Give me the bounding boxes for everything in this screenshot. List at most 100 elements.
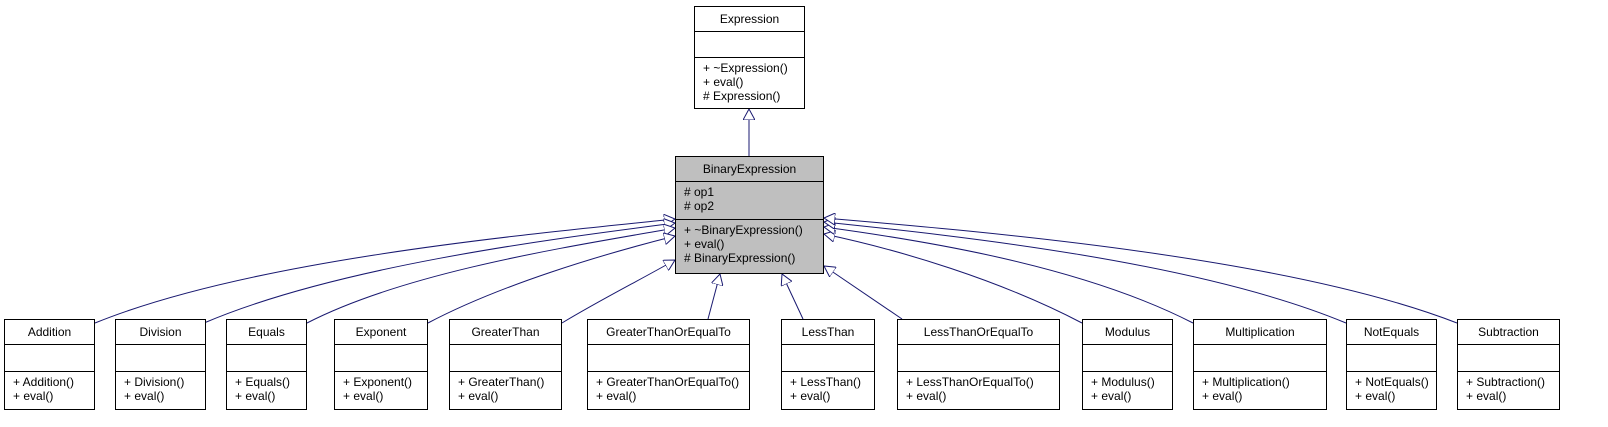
class-attributes xyxy=(782,345,874,372)
class-operations: + Addition() + eval() xyxy=(5,372,94,403)
operation: + eval() xyxy=(458,389,499,403)
operation: + eval() xyxy=(235,389,276,403)
operation: + eval() xyxy=(906,389,947,403)
class-name: Modulus xyxy=(1083,320,1172,345)
edge-division xyxy=(203,223,675,324)
class-name: Subtraction xyxy=(1458,320,1559,345)
operation: + eval() xyxy=(703,75,744,89)
operation: + Division() xyxy=(124,375,185,389)
operation: + eval() xyxy=(1202,389,1243,403)
edge-less-than xyxy=(782,274,804,320)
operation: + GreaterThanOrEqualTo() xyxy=(596,375,740,389)
edge-addition xyxy=(94,219,675,324)
class-attributes xyxy=(116,345,205,372)
edge-greater-than-or-equal-to xyxy=(707,274,720,320)
operation: + eval() xyxy=(343,389,384,403)
operation: + Exponent() xyxy=(343,375,413,389)
operation: + ~BinaryExpression() xyxy=(684,223,803,237)
class-attributes xyxy=(588,345,749,372)
class-name: LessThan xyxy=(782,320,874,345)
class-operations: + GreaterThanOrEqualTo() + eval() xyxy=(588,372,749,403)
operation: + Addition() xyxy=(13,375,75,389)
class-operations: + Subtraction() + eval() xyxy=(1458,372,1559,403)
operation: + GreaterThan() xyxy=(458,375,545,389)
class-attributes xyxy=(335,345,427,372)
operation: + ~Expression() xyxy=(703,61,788,75)
operation: + eval() xyxy=(790,389,831,403)
class-name: Addition xyxy=(5,320,94,345)
class-operations: + LessThan() + eval() xyxy=(782,372,874,403)
class-name: GreaterThan xyxy=(450,320,561,345)
edge-greater-than xyxy=(561,260,675,324)
edge-less-than-or-equal-to xyxy=(824,266,903,320)
class-name: Exponent xyxy=(335,320,427,345)
class-operations: + Division() + eval() xyxy=(116,372,205,403)
class-less-than[interactable]: LessThan + LessThan() + eval() xyxy=(781,319,875,410)
operation: + eval() xyxy=(596,389,637,403)
class-expression[interactable]: Expression + ~Expression() + eval() # Ex… xyxy=(694,6,805,109)
class-operations: + Equals() + eval() xyxy=(227,372,306,403)
class-multiplication[interactable]: Multiplication + Multiplication() + eval… xyxy=(1193,319,1327,410)
class-name: GreaterThanOrEqualTo xyxy=(588,320,749,345)
operation: # Expression() xyxy=(703,89,781,103)
operation: + Multiplication() xyxy=(1202,375,1290,389)
class-division[interactable]: Division + Division() + eval() xyxy=(115,319,206,410)
class-operations: + ~Expression() + eval() # Expression() xyxy=(695,58,804,103)
operation: + Equals() xyxy=(235,375,291,389)
operation: + eval() xyxy=(124,389,165,403)
class-addition[interactable]: Addition + Addition() + eval() xyxy=(4,319,95,410)
class-name: NotEquals xyxy=(1347,320,1436,345)
class-binary-expression[interactable]: BinaryExpression # op1 # op2 + ~BinaryEx… xyxy=(675,156,824,274)
edge-multiplication xyxy=(824,227,1194,324)
edge-not-equals xyxy=(824,222,1347,324)
operation: + eval() xyxy=(13,389,54,403)
class-attributes xyxy=(227,345,306,372)
attribute: # op1 xyxy=(684,185,715,199)
class-subtraction[interactable]: Subtraction + Subtraction() + eval() xyxy=(1457,319,1560,410)
class-operations: + ~BinaryExpression() + eval() # BinaryE… xyxy=(676,220,823,265)
class-attributes xyxy=(1083,345,1172,372)
class-name: LessThanOrEqualTo xyxy=(898,320,1059,345)
operation: + eval() xyxy=(1355,389,1396,403)
class-operations: + NotEquals() + eval() xyxy=(1347,372,1436,403)
operation: + Subtraction() xyxy=(1466,375,1546,389)
class-equals[interactable]: Equals + Equals() + eval() xyxy=(226,319,307,410)
class-name: Multiplication xyxy=(1194,320,1326,345)
class-attributes: # op1 # op2 xyxy=(676,182,823,220)
operation: + LessThanOrEqualTo() xyxy=(906,375,1034,389)
operation: + LessThan() xyxy=(790,375,862,389)
class-name: Equals xyxy=(227,320,306,345)
class-not-equals[interactable]: NotEquals + NotEquals() + eval() xyxy=(1346,319,1437,410)
class-exponent[interactable]: Exponent + Exponent() + eval() xyxy=(334,319,428,410)
class-name: Expression xyxy=(695,7,804,32)
class-less-than-or-equal-to[interactable]: LessThanOrEqualTo + LessThanOrEqualTo() … xyxy=(897,319,1060,410)
operation: + NotEquals() xyxy=(1355,375,1429,389)
class-modulus[interactable]: Modulus + Modulus() + eval() xyxy=(1082,319,1173,410)
operation: + eval() xyxy=(1091,389,1132,403)
class-attributes xyxy=(695,32,804,58)
class-operations: + Modulus() + eval() xyxy=(1083,372,1172,403)
class-name: Division xyxy=(116,320,205,345)
class-operations: + GreaterThan() + eval() xyxy=(450,372,561,403)
class-attributes xyxy=(1347,345,1436,372)
class-name: BinaryExpression xyxy=(676,157,823,182)
class-greater-than[interactable]: GreaterThan + GreaterThan() + eval() xyxy=(449,319,562,410)
edge-modulus xyxy=(824,234,1083,324)
operation: + eval() xyxy=(684,237,725,251)
operation: + eval() xyxy=(1466,389,1507,403)
class-attributes xyxy=(450,345,561,372)
operation: # BinaryExpression() xyxy=(684,251,796,265)
edge-equals xyxy=(306,228,675,324)
operation: + Modulus() xyxy=(1091,375,1155,389)
edge-subtraction xyxy=(824,218,1458,324)
attribute: # op2 xyxy=(684,199,715,213)
class-operations: + LessThanOrEqualTo() + eval() xyxy=(898,372,1059,403)
class-operations: + Exponent() + eval() xyxy=(335,372,427,403)
class-attributes xyxy=(898,345,1059,372)
class-operations: + Multiplication() + eval() xyxy=(1194,372,1326,403)
edge-exponent xyxy=(427,236,675,324)
class-greater-than-or-equal-to[interactable]: GreaterThanOrEqualTo + GreaterThanOrEqua… xyxy=(587,319,750,410)
class-attributes xyxy=(1458,345,1559,372)
